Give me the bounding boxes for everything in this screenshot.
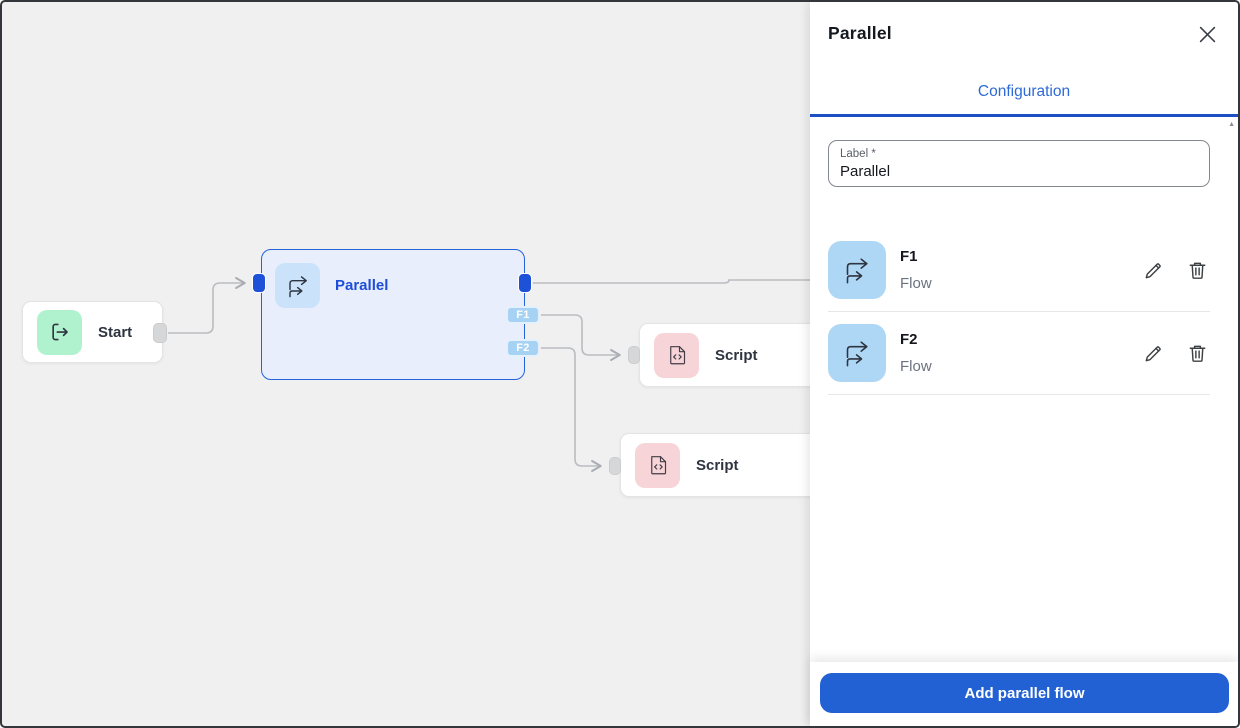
node-parallel[interactable]: Parallel [261,249,525,380]
trash-icon [1189,345,1205,362]
flow-item-f1: F1 Flow [828,229,1210,312]
node-label: Start [98,323,133,341]
pencil-icon [1145,345,1161,361]
node-script-2[interactable]: Script [620,433,835,497]
edge-f2-script2 [541,347,602,473]
close-icon [1199,26,1215,42]
start-output-handle[interactable] [153,323,167,343]
tab-configuration[interactable]: Configuration [977,83,1071,100]
label-field[interactable]: Label * [828,140,1210,187]
node-label: Script [696,456,739,474]
panel-header: Parallel [810,2,1238,70]
parallel-flows-icon [828,324,886,382]
flow-item-f2: F2 Flow [828,312,1210,395]
edge-f1-script1 [541,314,621,362]
tab-active-underline [810,114,1238,117]
script-2-input-handle[interactable] [609,457,621,475]
parallel-flow-list: F1 Flow [828,229,1210,395]
parallel-flows-icon [275,263,320,308]
node-label: Parallel [335,277,389,294]
flow-texts: F1 Flow [900,246,1126,294]
config-panel: Parallel Configuration ▲ Label * [810,2,1238,726]
flow-texts: F2 Flow [900,329,1126,377]
panel-body[interactable]: ▲ Label * F1 [810,117,1238,662]
flow-subtitle: Flow [900,358,932,375]
tab-bar: Configuration [810,70,1238,114]
edge-start-parallel [168,276,246,334]
pencil-icon [1145,262,1161,278]
delete-flow-button[interactable] [1184,257,1210,283]
parallel-output-handle[interactable] [518,273,532,293]
edit-flow-button[interactable] [1140,340,1166,366]
close-button[interactable] [1196,23,1218,45]
parallel-flows-icon [828,241,886,299]
label-input[interactable] [840,161,1198,182]
script-1-input-handle[interactable] [628,346,640,364]
parallel-output-f1-handle[interactable]: F1 [506,306,540,324]
flow-title: F2 [900,331,918,348]
parallel-output-f2-handle[interactable]: F2 [506,339,540,357]
script-icon [635,442,680,488]
flow-subtitle: Flow [900,275,932,292]
node-label: Script [715,346,758,364]
panel-footer: Add parallel flow [810,662,1238,726]
add-parallel-flow-button[interactable]: Add parallel flow [820,673,1229,713]
flow-title: F1 [900,248,918,265]
script-icon [654,332,699,378]
node-start[interactable]: Start [22,301,163,363]
label-field-caption: Label * [840,148,876,160]
panel-title: Parallel [828,23,892,43]
trash-icon [1189,262,1205,279]
start-icon [37,309,82,355]
parallel-input-handle[interactable] [252,273,266,293]
scrollbar-up-icon[interactable]: ▲ [1228,121,1235,128]
delete-flow-button[interactable] [1184,340,1210,366]
edge-parallel-out [533,279,814,284]
edit-flow-button[interactable] [1140,257,1166,283]
